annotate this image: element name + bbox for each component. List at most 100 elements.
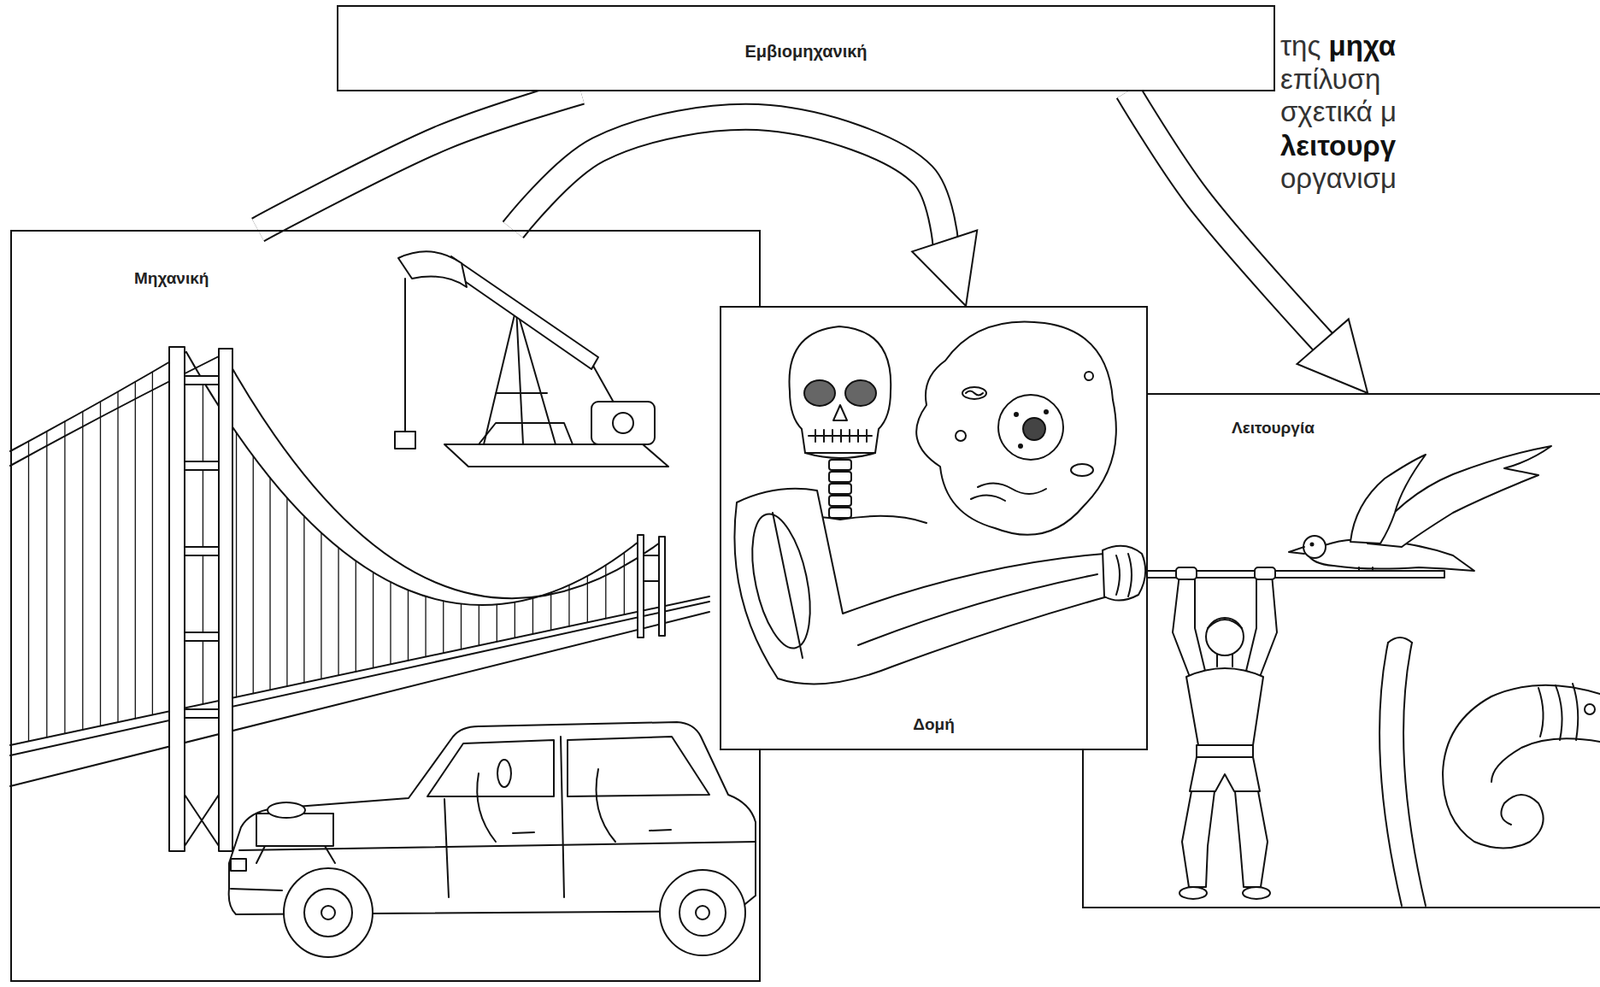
arrow-head (911, 230, 977, 306)
car-illustration (283, 868, 373, 958)
bridge-hanger (407, 590, 409, 661)
bridge-hanger (286, 498, 288, 687)
bridge-hanger (514, 602, 516, 639)
cell (1014, 412, 1018, 417)
chameleon (1584, 704, 1595, 715)
structure-panel: Δομή (719, 305, 1148, 751)
bridge-hanger (117, 391, 118, 723)
bridge-hanger (587, 576, 589, 623)
chameleon (1403, 642, 1426, 906)
oil-pumpjack (398, 251, 467, 288)
bridge-hanger (135, 382, 136, 719)
oil-pumpjack (612, 412, 634, 434)
oil-pumpjack (404, 278, 406, 432)
skeleton (829, 495, 852, 506)
weightlifter (1102, 567, 1445, 900)
cell (970, 482, 1047, 501)
car-illustration (444, 736, 565, 898)
seagull (1303, 535, 1326, 559)
cell (965, 391, 983, 396)
car-illustration (267, 802, 306, 818)
car-illustration (679, 889, 726, 936)
cell (998, 394, 1064, 460)
skeleton (829, 471, 852, 483)
cell (1023, 417, 1046, 441)
skeleton (788, 326, 891, 453)
suspension-bridge (10, 353, 224, 466)
bridge-hanger (355, 560, 357, 672)
node-label: Λειτουργία (1231, 418, 1315, 439)
car-illustration (230, 858, 247, 871)
weightlifter (1246, 574, 1277, 677)
cell (1018, 444, 1023, 448)
cell (955, 430, 966, 442)
car-illustration (659, 870, 746, 956)
bridge-hanger (235, 432, 237, 697)
node-label: Δομή (912, 715, 955, 736)
suspension-bridge (10, 352, 187, 452)
arrow-band-outline (512, 117, 946, 245)
hollow-arrow (512, 117, 977, 306)
side-text: σχετικά μ (1280, 96, 1397, 128)
bridge-hanger (550, 592, 552, 630)
skeleton (829, 459, 852, 471)
cell (916, 321, 1117, 535)
seagull (1288, 547, 1305, 554)
suspension-bridge (184, 547, 219, 556)
weightlifter (1242, 887, 1271, 900)
bridge-hanger (82, 411, 83, 730)
bridge-hanger (337, 547, 339, 676)
bridge-hanger (269, 477, 271, 690)
engineering-panel: Μηχανική (10, 229, 761, 983)
bridge-hanger (303, 516, 305, 683)
illustration (10, 251, 1600, 958)
weightlifter (1235, 791, 1268, 888)
weightlifter (1196, 745, 1253, 758)
arrow-band-fill (1128, 91, 1326, 345)
bridge-hanger (100, 401, 101, 727)
skeleton (829, 507, 852, 518)
weightlifter (1254, 567, 1276, 580)
weightlifter (1172, 574, 1206, 677)
weightlifter (1217, 654, 1233, 667)
weightlifter (1176, 567, 1197, 580)
car-illustration (567, 736, 710, 797)
cell (962, 387, 987, 400)
arrow-band-fill (512, 117, 946, 245)
skeleton (804, 380, 836, 406)
cell (1084, 371, 1094, 381)
bridge-hanger (605, 564, 606, 618)
chameleon (1491, 738, 1600, 783)
node-label: Μηχανική (134, 269, 209, 289)
bridge-hanger (532, 598, 534, 635)
car-illustration (256, 846, 336, 864)
bridge-hanger (568, 585, 570, 627)
car-illustration (427, 740, 554, 797)
bridge-hanger (64, 421, 65, 734)
muscular-arm (772, 512, 803, 659)
car-illustration (512, 829, 671, 834)
side-text: της (1280, 30, 1321, 62)
suspension-bridge (184, 709, 219, 718)
seagull (1311, 543, 1314, 547)
oil-pumpjack (478, 423, 573, 445)
oil-pumpjack (394, 251, 669, 467)
structure-illustration (734, 321, 1146, 684)
suspension-bridge (643, 555, 659, 582)
chameleon (1379, 637, 1600, 906)
muscular-arm (858, 574, 1098, 646)
skeleton (845, 380, 877, 406)
car-illustration (230, 888, 283, 891)
car-illustration (256, 813, 334, 847)
bridge-hanger (372, 572, 374, 669)
bridge-hanger (460, 604, 462, 650)
suspension-bridge (184, 461, 219, 471)
bridge-hanger (202, 380, 204, 705)
skeleton (805, 452, 876, 459)
car-illustration (321, 905, 336, 920)
oil-pumpjack (394, 431, 416, 449)
weightlifter (1182, 791, 1215, 888)
seagull (1288, 446, 1552, 571)
bridge-hanger (389, 582, 391, 665)
